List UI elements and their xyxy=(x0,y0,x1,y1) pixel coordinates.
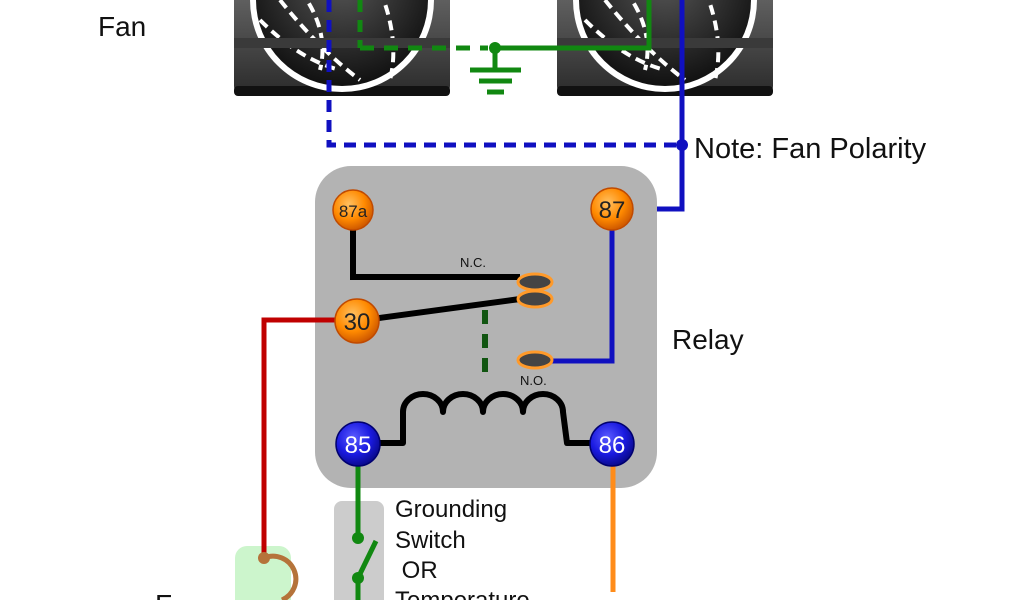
switch-label-line4: Temperature xyxy=(395,587,530,600)
terminal-85: 85 xyxy=(335,421,381,467)
relay-internals: N.C. N.O. xyxy=(350,215,615,446)
terminal-86: 86 xyxy=(589,421,635,467)
no-contact xyxy=(516,350,554,370)
grounding-switch xyxy=(334,488,384,600)
terminal-85-label: 85 xyxy=(345,432,372,459)
coil xyxy=(375,391,592,446)
fan-crossbar xyxy=(557,38,773,48)
fan-label: Fan xyxy=(98,11,146,42)
fuse xyxy=(235,530,299,600)
terminal-86-label: 86 xyxy=(599,432,626,459)
fan-left xyxy=(234,0,450,96)
terminal-87: 87 xyxy=(590,187,634,231)
fan-blade-edges xyxy=(258,0,396,82)
nc-label: N.C. xyxy=(460,255,486,270)
armature-wire xyxy=(371,296,521,322)
fan-blade-edges xyxy=(583,0,721,82)
switch-body xyxy=(334,501,384,600)
fan-right xyxy=(557,0,773,96)
nc-wire xyxy=(350,215,520,280)
terminal-30-label: 30 xyxy=(344,309,371,336)
fuse-label-partial: F xyxy=(155,589,172,600)
terminal-87-label: 87 xyxy=(599,197,626,224)
switch-lever xyxy=(355,539,379,580)
terminal-87a-label: 87a xyxy=(339,202,368,221)
terminal-87a: 87a xyxy=(332,189,374,231)
fuse-element xyxy=(263,553,299,600)
nc-contact xyxy=(516,272,554,292)
terminal-30: 30 xyxy=(334,298,380,344)
no-wire xyxy=(552,215,615,364)
fan-left-power-wire xyxy=(326,0,682,148)
switch-contact-top xyxy=(352,532,364,544)
ground-wire-right-fan xyxy=(495,0,652,51)
ground-wiring xyxy=(357,0,652,95)
fan-power-junction xyxy=(676,139,688,151)
switch-label-line2: Switch xyxy=(395,527,466,554)
note-fan-polarity: Note: Fan Polarity xyxy=(694,133,927,165)
fan-crossbar xyxy=(234,38,450,48)
no-label: N.O. xyxy=(520,373,547,388)
common-contact xyxy=(516,289,554,309)
switch-label-line1: Grounding xyxy=(395,496,507,523)
relay-label: Relay xyxy=(672,324,744,355)
switch-label-line3: OR xyxy=(395,557,438,584)
power-wire-30 xyxy=(261,317,336,556)
fuse-body xyxy=(235,546,291,600)
